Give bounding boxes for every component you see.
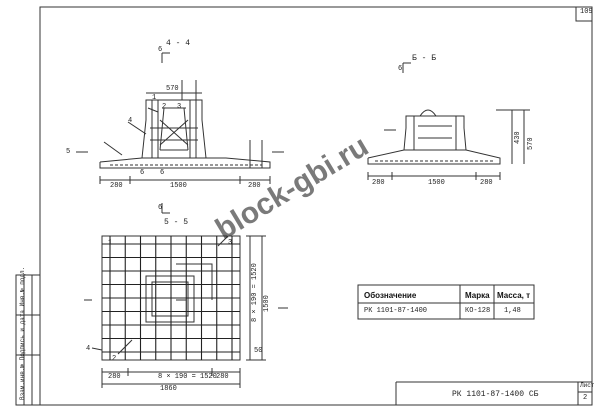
spec-header-mass: Масса, т [497, 291, 531, 300]
dim-280-c: 280 [372, 179, 385, 187]
dim-280-a: 280 [110, 182, 123, 190]
pos-1: 1 [152, 94, 157, 102]
section-b-b-cut-label: 6 [398, 65, 403, 73]
dim-50: 50 [254, 347, 263, 355]
dim-570: 570 [166, 85, 179, 93]
dim-8x190-h: 8 × 190 = 1520 [158, 373, 217, 381]
rebar-grid [102, 236, 240, 360]
dim-570-b: 570 [527, 137, 535, 150]
drawing-code: РК 1101-87-1400 СБ [452, 390, 539, 399]
spec-cell-mass: 1,48 [504, 307, 521, 315]
section-b-b-title: Б - Б [412, 54, 437, 63]
dim-280-b: 280 [248, 182, 261, 190]
dim-280-e: 280 [108, 373, 121, 381]
pos-4-plan: 4 [86, 345, 91, 353]
dim-280-d: 280 [480, 179, 493, 187]
pos-3: 3 [177, 103, 182, 111]
pos-1-plan: 1 [108, 239, 113, 247]
dim-1500-v: 1500 [263, 295, 271, 312]
section-4-4-cut-label: 6 [158, 46, 163, 54]
spec-cell-mark: КО-128 [465, 307, 491, 315]
spec-header-mark: Марка [465, 291, 490, 300]
section-b-b [367, 62, 530, 180]
dim-8x190-v: 8 × 190 = 1520 [251, 263, 259, 322]
section-4-4 [76, 52, 284, 184]
pos-4: 4 [128, 117, 133, 125]
dim-430: 430 [514, 131, 522, 144]
pos-3-plan: 3 [228, 239, 233, 247]
sheet-label: Лист [580, 382, 595, 389]
page-number-box [575, 6, 593, 22]
page-number: 109 [580, 8, 593, 16]
section-4-4-title: 4 - 4 [166, 39, 191, 48]
pos-2-plan: 2 [112, 355, 117, 363]
drawing-frame [39, 6, 593, 406]
pos-6a: 6 [140, 169, 145, 177]
dim-1860-h: 1860 [160, 385, 177, 393]
side-stamp-text: Взам.инв.№ Подпись и дата Инв.№ подл. [19, 266, 26, 400]
sheet-number: 2 [583, 394, 588, 402]
pos-2: 2 [162, 103, 167, 111]
spec-table-frame [357, 284, 535, 320]
pos-6b: 6 [160, 169, 165, 177]
dim-280-f: 280 [216, 373, 229, 381]
section-5-5-cut-label: 6 [158, 204, 163, 212]
side-stamp-box [15, 274, 41, 406]
spec-cell-designation: РК 1101-87-1400 [364, 307, 428, 315]
section-5-5-title: 5 - 5 [164, 218, 189, 227]
pos-5: 5 [66, 148, 71, 156]
spec-header-designation: Обозначение [364, 291, 417, 300]
dim-1500-b: 1500 [428, 179, 445, 187]
dim-1500-a: 1500 [170, 182, 187, 190]
